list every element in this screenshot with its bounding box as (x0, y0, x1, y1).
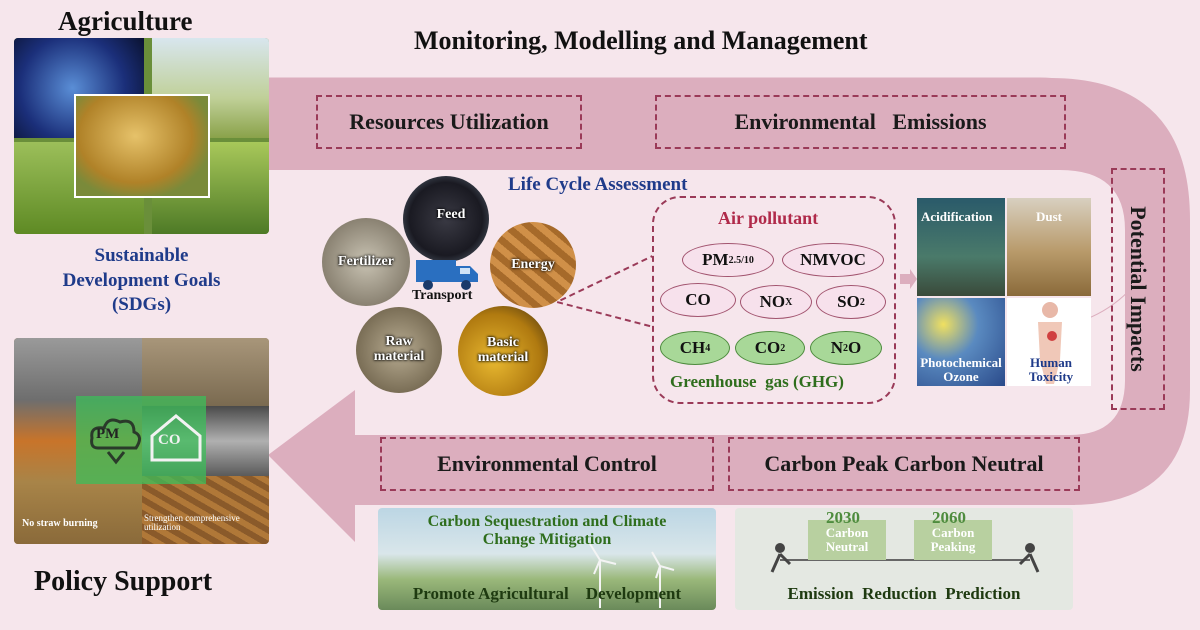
dust-label: Dust (1036, 209, 1063, 224)
ozone-tile (917, 298, 1005, 386)
emission-prediction-label: Emission Reduction Prediction (787, 584, 1021, 603)
carbon-sequestration-label: Carbon Sequestration and Climate Change … (427, 513, 667, 549)
toxicity-label: Human Toxicity (1028, 355, 1074, 384)
pollutant-co: CO (660, 283, 736, 317)
carbon-peak-neutral-box: Carbon Peak Carbon Neutral (728, 437, 1080, 491)
dust-tile (1007, 198, 1091, 296)
green-overlay (76, 396, 206, 484)
potential-impacts-label: Potential Impacts (1126, 206, 1151, 372)
house-co-icon (150, 414, 202, 462)
year-2060: 2060 (932, 508, 966, 527)
acidification-label: Acidification (921, 209, 993, 224)
policy-support-title: Policy Support (34, 566, 213, 597)
caption-strengthen: Strengthen comprehensive utilization (144, 513, 240, 533)
ghg-label: Greenhouse gas (GHG) (670, 372, 844, 391)
potential-impacts-box: Potential Impacts (1111, 168, 1165, 410)
promote-development-label: Promote Agricultural Development (412, 584, 682, 603)
carbon-peaking-block (914, 520, 992, 560)
pollutant-nmvoc: NMVOC (782, 243, 884, 277)
wind-turbines (589, 543, 675, 608)
tug-of-war-graphic (770, 543, 1040, 573)
transport-label: Transport (412, 288, 473, 303)
energy-circle: Energy (490, 222, 576, 308)
agriculture-title: Agriculture (58, 6, 193, 36)
policy-collage: PM CO No straw burning Strengthen compre… (14, 338, 269, 544)
loop-right-band (1070, 230, 1190, 505)
ozone-label: Photochemical Ozone (920, 355, 1002, 384)
sdg-label: Sustainable Development Goals (SDGs) (62, 245, 221, 316)
truck-icon (416, 260, 478, 290)
pm-cloud-icon (90, 418, 141, 465)
agriculture-collage (14, 38, 269, 234)
environmental-control-box: Environmental Control (380, 437, 714, 491)
environmental-emissions-box: Environmental Emissions (655, 95, 1066, 149)
callout-tail (554, 249, 666, 331)
loop-bottom-band (268, 390, 1075, 542)
fertilizer-circle: Fertilizer (322, 218, 410, 306)
acidification-tile (917, 198, 1005, 296)
loop-top-band (268, 78, 1190, 250)
human-body-icon (1038, 302, 1062, 384)
arrow-right-icon (900, 269, 917, 289)
co-icon-label: CO (158, 432, 181, 448)
hay-bale-photo (74, 94, 210, 198)
air-pollutant-title: Air pollutant (718, 208, 819, 228)
basic-material-circle: Basic material (458, 306, 548, 396)
resources-utilization-box: Resources Utilization (316, 95, 582, 149)
pm-icon-label: PM (96, 426, 120, 442)
carbon-neutral-block (808, 520, 886, 560)
lca-title: Life Cycle Assessment (508, 174, 688, 195)
pellets-photo (142, 476, 269, 544)
straw-pile-photo (142, 338, 269, 406)
raw-material-circle: Raw material (356, 307, 442, 393)
main-title: Monitoring, Modelling and Management (414, 26, 868, 55)
year-2030: 2030 (826, 508, 860, 527)
caption-no-burning: No straw burning (22, 518, 98, 529)
feed-circle: Feed (403, 176, 489, 262)
